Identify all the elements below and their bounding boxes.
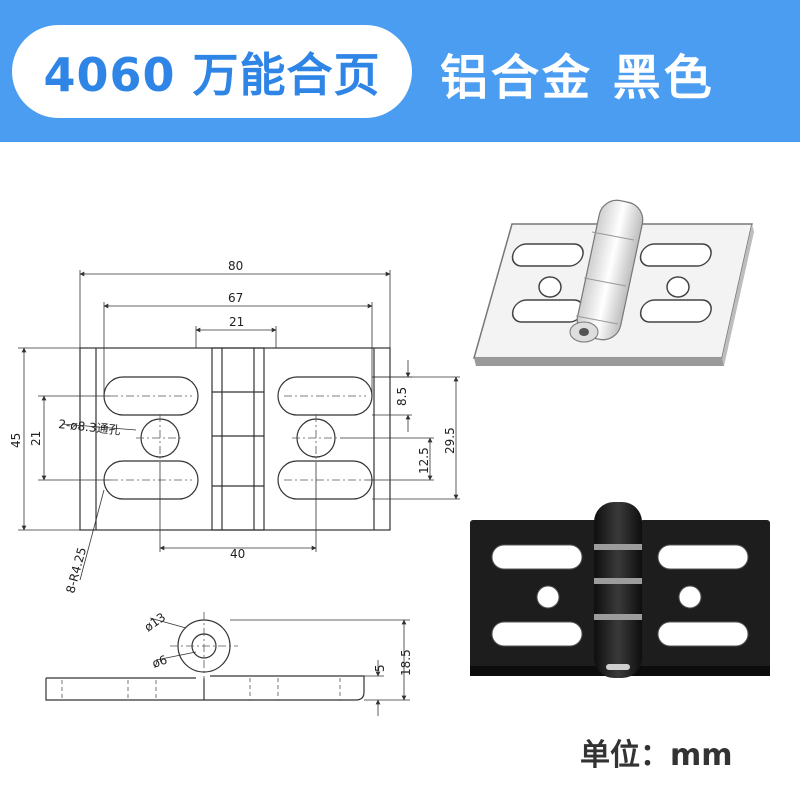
dim-pin-dia: ø6 xyxy=(150,653,169,671)
dim-plate-thickness: 5 xyxy=(373,664,387,672)
note-slot-radius: 8-R4.25 xyxy=(63,546,89,595)
dim-total-height: 18.5 xyxy=(399,649,413,676)
hinge-render-light xyxy=(473,199,754,366)
side-view-dimensions xyxy=(149,617,410,716)
hinge-outline xyxy=(79,347,391,531)
side-view xyxy=(45,612,365,701)
material-color-label: 铝合金 黑色 xyxy=(440,50,715,106)
slot-top-right xyxy=(277,376,373,416)
dim-knuckle-width: 21 xyxy=(229,315,244,329)
front-view xyxy=(79,347,391,531)
hinge-render-black xyxy=(470,502,770,678)
model-title: 4060 万能合页 xyxy=(43,47,381,102)
title-banner: 4060 万能合页 铝合金 黑色 xyxy=(0,0,800,142)
dim-outer-slot-height: 29.5 xyxy=(443,427,457,454)
dim-slot-width: 8.5 xyxy=(395,387,409,406)
slot-bottom-left xyxy=(103,460,199,500)
dim-overall-width: 80 xyxy=(228,259,243,273)
model-title-pill: 4060 万能合页 xyxy=(12,25,412,118)
dim-hole-spacing: 40 xyxy=(230,547,245,561)
knuckle xyxy=(211,347,265,531)
side-plate xyxy=(45,675,365,701)
dim-knuckle-outer-dia: ø13 xyxy=(142,610,169,634)
technical-drawing: 80 67 21 45 21 8.5 12.5 29.5 40 2-ø8.3通孔… xyxy=(9,199,770,716)
slot-top-left xyxy=(103,376,199,416)
note-through-hole: 2-ø8.3通孔 xyxy=(58,417,122,437)
dim-half-pitch: 12.5 xyxy=(417,447,431,474)
dim-slot-span: 67 xyxy=(228,291,243,305)
unit-label: 单位：mm xyxy=(580,738,733,773)
front-view-dimensions xyxy=(18,270,460,581)
dim-slot-center-height: 21 xyxy=(29,431,43,446)
dim-height: 45 xyxy=(9,433,23,448)
slot-bottom-right xyxy=(277,460,373,500)
